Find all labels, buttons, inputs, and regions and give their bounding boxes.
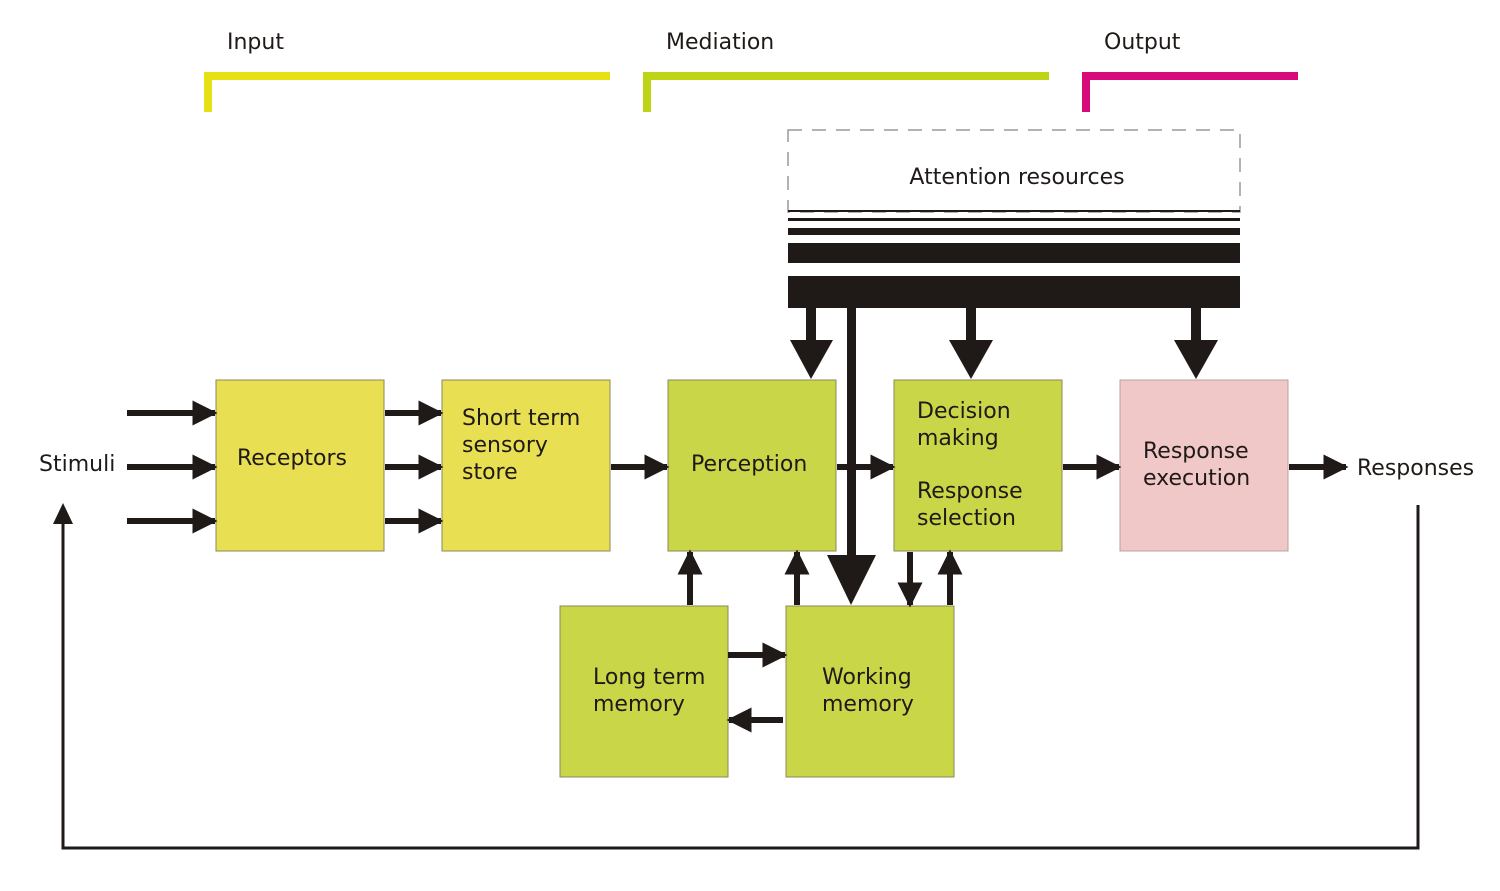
attention-arrows: [790, 306, 1218, 605]
attention-arrow-perception: [790, 340, 833, 379]
stage-label-output: Output: [1104, 30, 1181, 55]
feedback-loop-arrowhead: [53, 503, 73, 524]
stage-brackets: [204, 72, 1298, 112]
flow-arrows: [127, 400, 1349, 733]
attention-band-1: [788, 210, 1240, 212]
response-execution-label: Response execution: [1143, 439, 1256, 491]
long-term-memory-box: [559, 605, 729, 778]
responses-label: Responses: [1357, 456, 1474, 481]
attention-band-2: [788, 218, 1240, 221]
attention-arrow-decision: [949, 340, 993, 379]
attention-arrow-response-execution: [1174, 340, 1218, 379]
working-memory-label: Working memory: [822, 665, 919, 717]
short-term-sensory-store-label: Short term sensory store: [462, 406, 587, 485]
feedback-loop-line: [61, 505, 1420, 850]
stage-label-input: Input: [227, 30, 284, 55]
attention-resources-frame: [787, 129, 1241, 213]
stimuli-label: Stimuli: [39, 452, 115, 477]
output-bracket: [1082, 72, 1298, 112]
long-term-memory-label: Long term memory: [593, 665, 712, 717]
attention-band-3: [788, 228, 1240, 235]
decision-making-label: Decision making Response selection: [917, 399, 1030, 531]
short-term-sensory-store-box: [441, 379, 611, 552]
working-memory-box: [785, 605, 955, 778]
input-bracket: [204, 72, 610, 112]
receptors-box: [215, 379, 385, 552]
mediation-bracket: [643, 72, 1049, 112]
attention-band-5: [788, 276, 1240, 308]
attention-resources-box: Attention resources: [787, 129, 1241, 308]
receptors-label: Receptors: [237, 446, 347, 471]
attention-resources-label: Attention resources: [909, 165, 1124, 190]
attention-arrow-working-memory: [827, 555, 876, 605]
attention-band-4: [788, 243, 1240, 263]
stage-label-mediation: Mediation: [666, 30, 774, 55]
perception-box: [667, 379, 837, 552]
perception-label: Perception: [691, 452, 807, 477]
response-execution-box: [1119, 379, 1289, 552]
decision-making-box: [893, 379, 1063, 552]
